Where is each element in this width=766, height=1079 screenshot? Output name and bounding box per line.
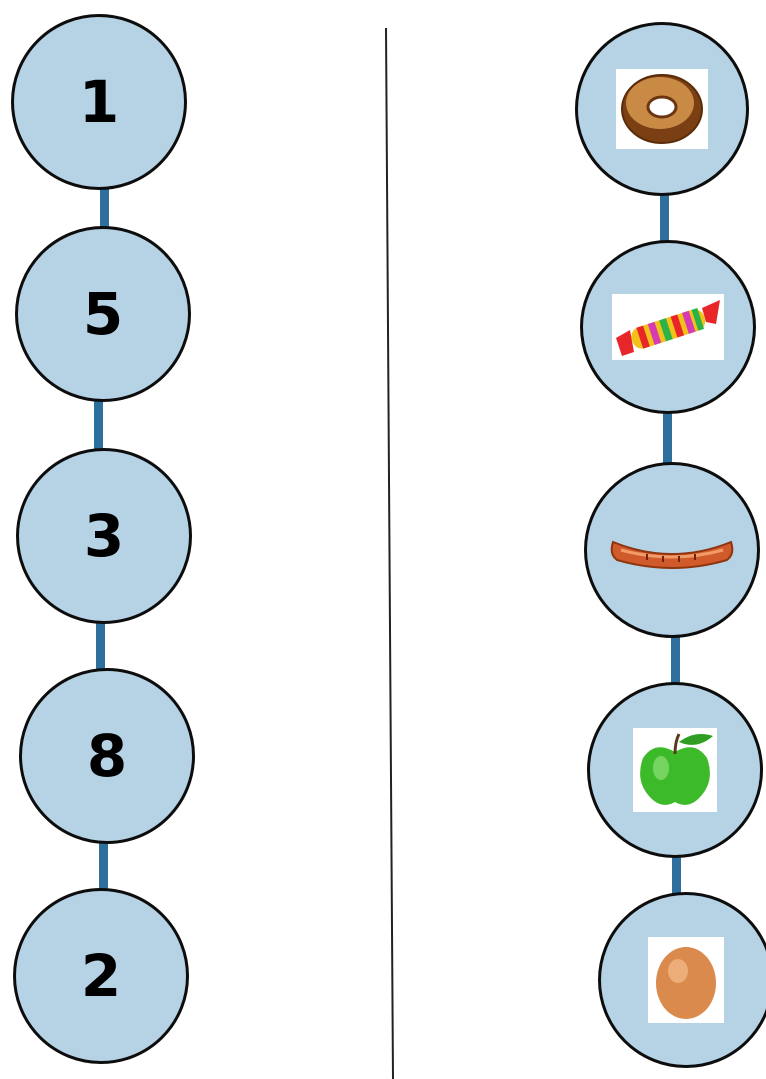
left-connector	[96, 618, 105, 674]
number-node-5: 5	[15, 226, 191, 402]
food-node-egg	[598, 892, 766, 1068]
number-label: 5	[82, 280, 124, 348]
number-label: 8	[86, 722, 128, 790]
food-node-bagel	[575, 22, 749, 196]
egg-icon	[648, 937, 724, 1023]
left-connector	[99, 838, 108, 894]
food-node-candy	[580, 240, 756, 414]
number-label: 1	[78, 68, 120, 136]
number-node-2: 2	[13, 888, 189, 1064]
food-node-apple	[587, 682, 763, 858]
sausage-icon	[610, 540, 734, 569]
right-connector	[672, 852, 681, 902]
left-connector	[100, 186, 109, 230]
right-connector	[663, 410, 672, 466]
number-label: 2	[80, 942, 122, 1010]
number-node-8: 8	[19, 668, 195, 844]
number-node-3: 3	[16, 448, 192, 624]
right-connector	[660, 194, 669, 242]
apple-icon	[633, 728, 717, 812]
left-connector	[94, 398, 103, 454]
right-connector	[671, 630, 680, 686]
number-label: 3	[83, 502, 125, 570]
number-node-1: 1	[11, 14, 187, 190]
bagel-icon	[616, 69, 708, 149]
food-node-sausage	[584, 462, 760, 638]
candy-icon	[612, 294, 724, 360]
